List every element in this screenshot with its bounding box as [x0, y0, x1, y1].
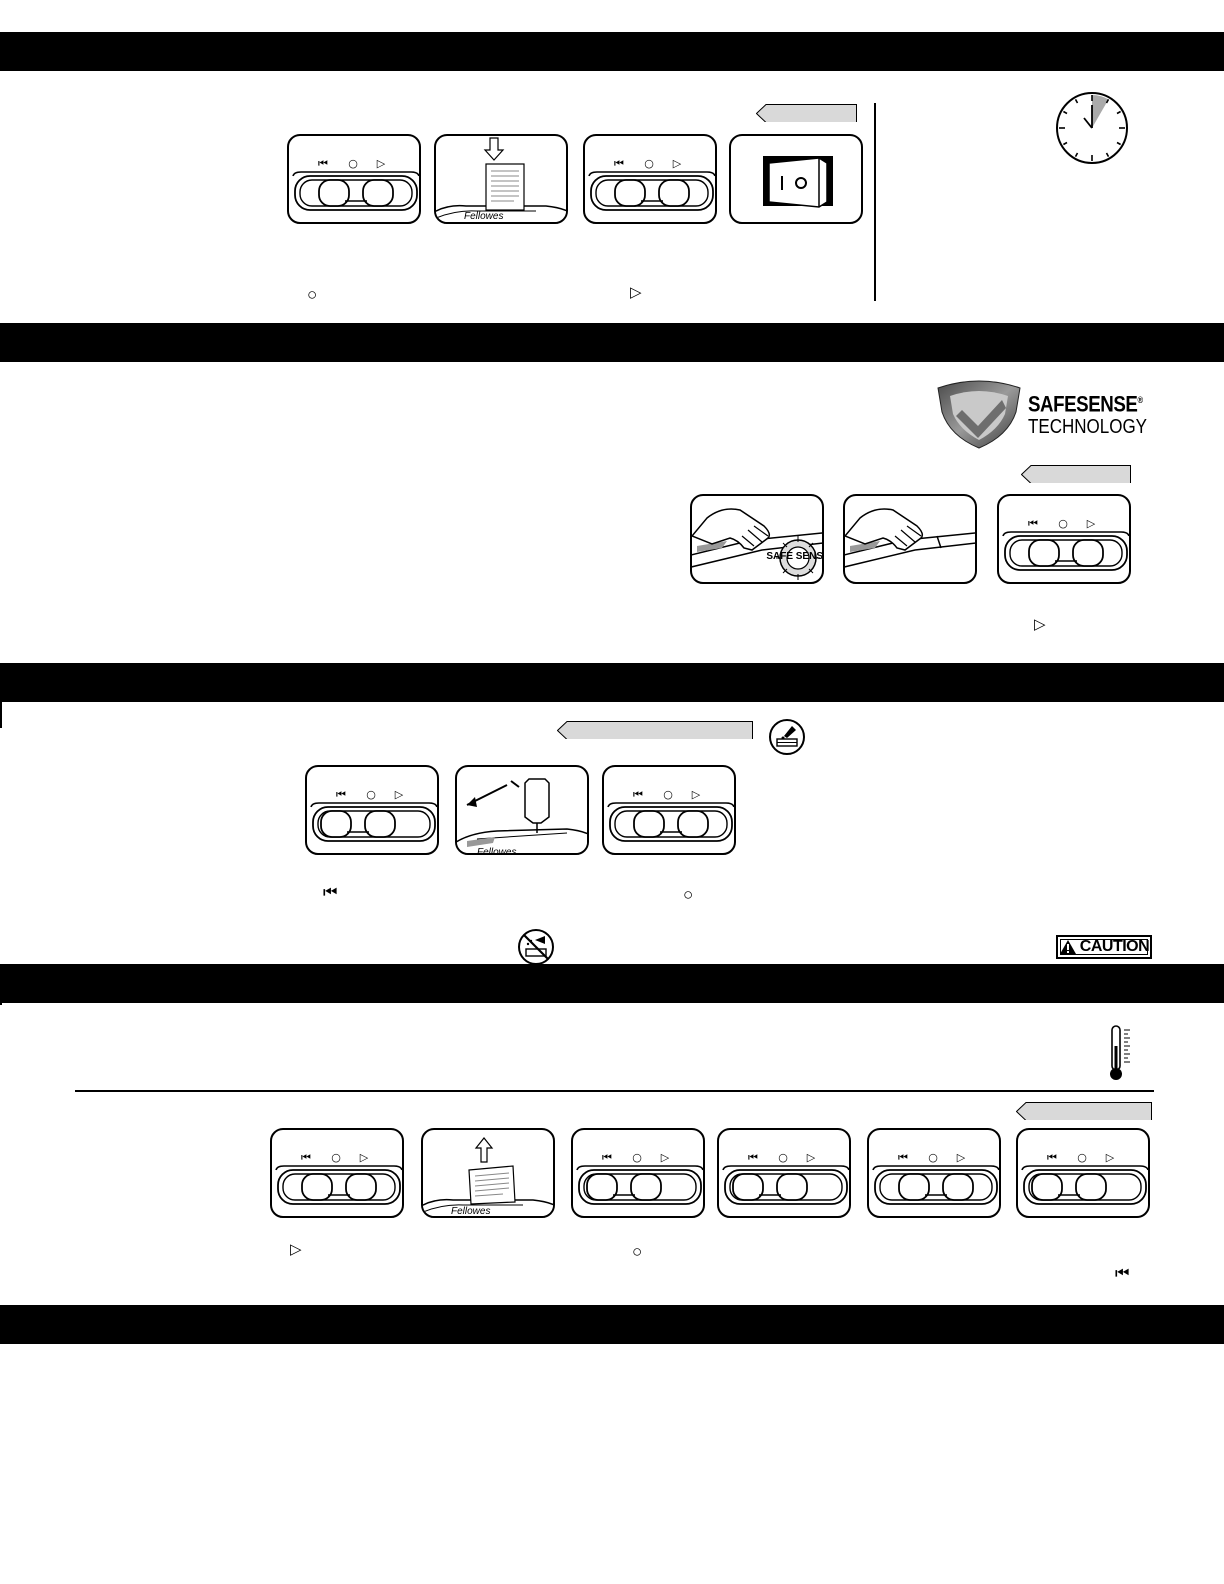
auto-symbol-icon: ▷	[630, 284, 642, 301]
switch-label-off: ○	[778, 1151, 788, 1164]
auto-symbol-icon: ▷	[1034, 616, 1046, 633]
switch-label-auto: ▷	[395, 788, 404, 801]
switch-panel-icon: ⏮ ○ ▷	[1016, 1128, 1150, 1218]
switch-panel-icon: ⏮ ○ ▷	[997, 494, 1131, 584]
oil-bottle-icon: Fellowes	[455, 765, 589, 855]
section-tag	[1021, 465, 1131, 483]
switch-label-auto: ▷	[377, 157, 386, 170]
switch-label-off: ○	[331, 1151, 341, 1164]
paper-back-out-icon: Fellowes	[421, 1128, 555, 1218]
switch-label-off: ○	[348, 157, 358, 170]
switch-label-reverse: ⏮	[633, 788, 643, 801]
section-tag	[756, 104, 857, 122]
switch-label-auto: ▷	[692, 788, 701, 801]
brand-label: Fellowes	[464, 211, 503, 222]
safesense-badge-label: SAFE SENSE	[766, 551, 824, 562]
paper-feed-icon: Fellowes	[434, 134, 568, 224]
off-symbol-icon: ○	[683, 885, 694, 904]
switch-label-reverse: ⏮	[898, 1151, 908, 1164]
thermometer-icon	[1110, 1025, 1130, 1080]
hand-on-slot-icon	[843, 494, 977, 584]
warning-icon	[1059, 940, 1076, 954]
switch-label-off: ○	[1077, 1151, 1087, 1164]
switch-panel-icon: ⏮ ○ ▷	[287, 134, 421, 224]
auto-symbol-icon: ▷	[290, 1241, 302, 1258]
safesense-logo: SAFESENSE® TECHNOLOGY	[1028, 388, 1168, 439]
caution-text: CAUTION	[1079, 938, 1150, 955]
switch-label-auto: ▷	[807, 1151, 816, 1164]
margin-mark	[0, 975, 2, 1005]
section-rule	[75, 1090, 1154, 1092]
column-divider	[874, 103, 876, 301]
switch-panel-icon: ⏮ ○ ▷	[270, 1128, 404, 1218]
switch-label-off: ○	[366, 788, 376, 801]
lubricate-icon	[769, 719, 805, 755]
brand-label: Fellowes	[451, 1206, 490, 1217]
switch-label-auto: ▷	[957, 1151, 966, 1164]
switch-label-off: ○	[644, 157, 654, 170]
switch-panel-icon: ⏮ ○ ▷	[583, 134, 717, 224]
reverse-symbol-icon: ⏮	[323, 884, 338, 901]
hand-on-slot-icon: SAFE SENSE	[690, 494, 824, 584]
switch-label-off: ○	[928, 1151, 938, 1164]
switch-label-off: ○	[663, 788, 673, 801]
section-header-band-2	[0, 323, 1224, 362]
section-header-band-3	[0, 663, 1224, 702]
section-header-band-1	[0, 32, 1224, 71]
switch-label-off: ○	[1058, 517, 1068, 530]
no-aerosol-icon	[518, 929, 554, 965]
clock-icon	[1056, 92, 1128, 164]
switch-panel-icon: ⏮ ○ ▷	[305, 765, 439, 855]
switch-label-reverse: ⏮	[602, 1151, 612, 1164]
switch-panel-icon: ⏮ ○ ▷	[867, 1128, 1001, 1218]
off-symbol-icon: ○	[307, 285, 318, 304]
caution-label: CAUTION	[1056, 935, 1152, 959]
switch-label-reverse: ⏮	[301, 1151, 311, 1164]
section-header-band-5	[0, 1305, 1224, 1344]
section-header-band-4	[0, 964, 1224, 1003]
switch-label-reverse: ⏮	[318, 157, 328, 170]
switch-panel-icon: ⏮ ○ ▷	[717, 1128, 851, 1218]
switch-panel-icon: ⏮ ○ ▷	[571, 1128, 705, 1218]
switch-panel-icon: ⏮ ○ ▷	[602, 765, 736, 855]
switch-label-off: ○	[632, 1151, 642, 1164]
brand-line-1: SAFESENSE	[1028, 391, 1138, 417]
margin-mark	[0, 702, 2, 728]
registered-mark: ®	[1137, 395, 1143, 405]
off-symbol-icon: ○	[632, 1242, 643, 1261]
rocker-power-switch-icon	[729, 134, 863, 224]
switch-label-reverse: ⏮	[748, 1151, 758, 1164]
reverse-symbol-icon: ⏮	[1115, 1265, 1130, 1282]
safesense-shield-icon	[937, 380, 1021, 449]
brand-line-2: TECHNOLOGY	[1028, 416, 1148, 439]
switch-label-auto: ▷	[1087, 517, 1096, 530]
switch-label-auto: ▷	[1106, 1151, 1115, 1164]
switch-label-reverse: ⏮	[1028, 517, 1038, 530]
switch-label-reverse: ⏮	[614, 157, 624, 170]
switch-label-auto: ▷	[661, 1151, 670, 1164]
switch-label-auto: ▷	[673, 157, 682, 170]
section-tag	[1016, 1102, 1152, 1120]
section-tag	[557, 721, 753, 739]
switch-label-reverse: ⏮	[1047, 1151, 1057, 1164]
switch-label-auto: ▷	[360, 1151, 369, 1164]
switch-label-reverse: ⏮	[336, 788, 346, 801]
brand-label: Fellowes	[477, 847, 516, 855]
